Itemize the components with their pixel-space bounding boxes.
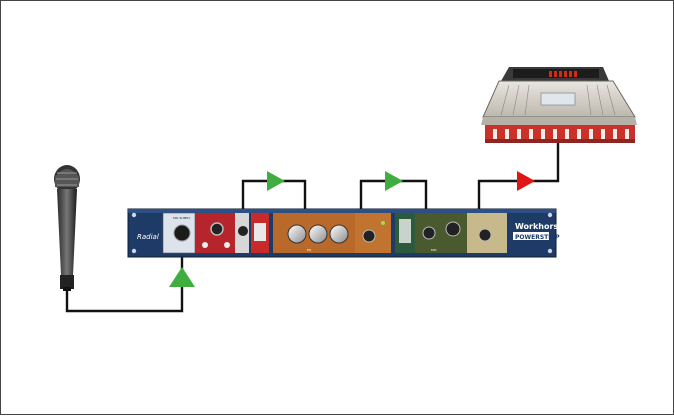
rack-unit-icon: Radial Workhorse POWERSTRIP MIC SUPPLY E… [127, 208, 564, 258]
signal-arrows [169, 171, 535, 287]
cable-mic-to-rack [65, 253, 184, 313]
arrow-up-into-rack [169, 267, 195, 287]
microphone-icon [54, 165, 80, 291]
mixing-console-icon [481, 67, 637, 143]
model-sub: POWERSTRIP [515, 234, 560, 241]
arrow-right-eq-mix [385, 171, 403, 191]
eq-module-caption: EQ [307, 248, 312, 252]
arrow-right-preamp-eq [267, 171, 285, 191]
brand-logo: Radial [137, 233, 159, 241]
mic-module-label: MIC SUPPLY [173, 216, 191, 220]
arrow-right-to-console [517, 171, 535, 191]
mix-module-caption: MIX [431, 248, 437, 252]
model-name: Workhorse [515, 222, 564, 231]
